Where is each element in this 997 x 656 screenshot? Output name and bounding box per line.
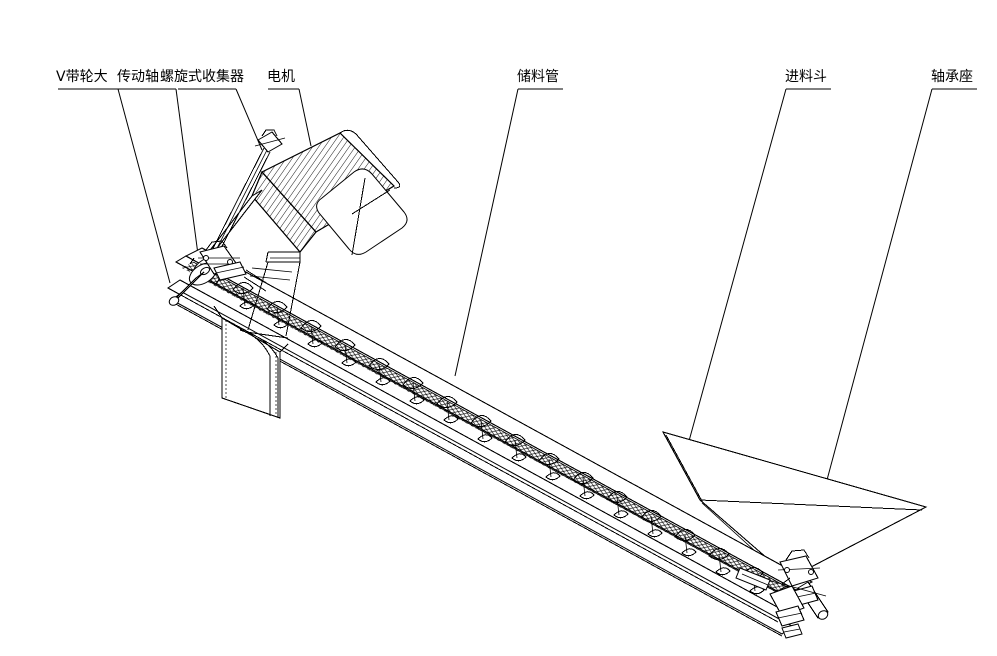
label-motor: 电机 <box>267 69 295 85</box>
label-spiral-collector: 螺旋式收集器 <box>160 69 244 85</box>
support-gusset-plate <box>214 306 288 419</box>
hopper-trough-connection <box>700 500 790 591</box>
screw-conveyor-flights <box>182 257 797 600</box>
label-feed-hopper: 进料斗 <box>785 69 827 85</box>
drive-end-assembly <box>168 130 286 306</box>
label-storage-tube: 储料管 <box>517 69 559 85</box>
bearing-seat-assembly <box>759 550 829 639</box>
label-v-belt-pulley-large: V带轮大 <box>56 69 108 85</box>
feed-hopper-geometry <box>661 431 928 582</box>
label-drive-shaft: 传动轴 <box>117 69 159 85</box>
label-bearing-seat: 轴承座 <box>931 69 973 85</box>
